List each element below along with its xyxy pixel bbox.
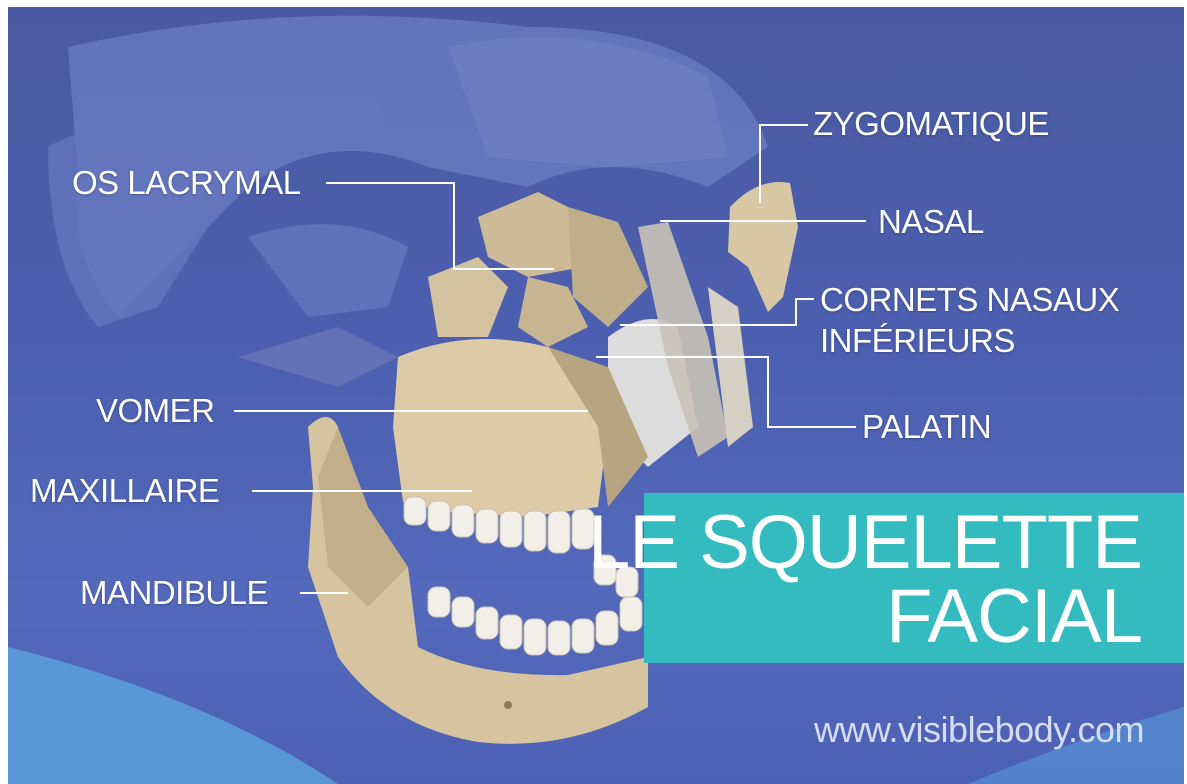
label-vomer: VOMER bbox=[96, 393, 215, 429]
label-cornets-line2: INFÉRIEURS bbox=[820, 323, 1015, 359]
label-palatin: PALATIN bbox=[862, 409, 991, 445]
title-band: LE SQUELETTE FACIAL bbox=[644, 493, 1184, 663]
light-arc bbox=[8, 647, 338, 784]
label-zygomatique: ZYGOMATIQUE bbox=[813, 106, 1049, 142]
mental-foramen bbox=[504, 701, 512, 709]
title-line-2: FACIAL bbox=[886, 577, 1142, 657]
title-line-1: LE SQUELETTE bbox=[588, 503, 1142, 583]
source-url: www.visiblebody.com bbox=[814, 709, 1144, 751]
label-mandibule: MANDIBULE bbox=[80, 575, 268, 611]
label-os-lacrymal: OS LACRYMAL bbox=[72, 165, 301, 201]
diagram-canvas: ZYGOMATIQUE OS LACRYMAL NASAL CORNETS NA… bbox=[8, 7, 1184, 784]
label-nasal: NASAL bbox=[878, 204, 984, 240]
label-cornets-line1: CORNETS NASAUX bbox=[820, 282, 1119, 318]
zygomatic-bone bbox=[728, 182, 798, 312]
label-maxillaire: MAXILLAIRE bbox=[30, 473, 219, 509]
